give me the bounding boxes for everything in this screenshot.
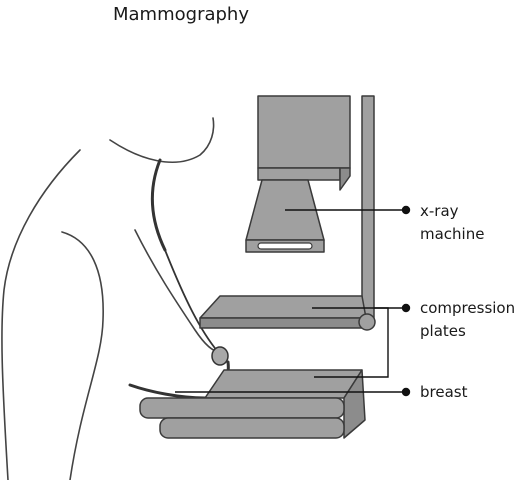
label-breast: breast xyxy=(420,383,468,401)
diagram-title: Mammography xyxy=(113,4,249,25)
upper-compression-plate xyxy=(199,295,376,331)
label-compression-line1: compression xyxy=(420,299,515,317)
label-compression-line2: plates xyxy=(420,322,466,340)
support-column xyxy=(361,95,375,321)
patient-silhouette xyxy=(1,117,221,480)
lower-compression-plate xyxy=(139,369,366,439)
xray-machine xyxy=(245,95,351,253)
nipple xyxy=(211,346,229,366)
label-xray-line2: machine xyxy=(420,225,484,243)
chest-profile xyxy=(150,158,167,252)
label-xray-line1: x-ray xyxy=(420,202,459,220)
leader-lines xyxy=(175,205,411,397)
